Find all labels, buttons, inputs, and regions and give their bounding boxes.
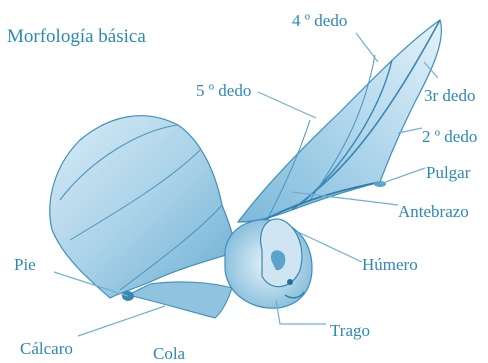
tail-membrane <box>122 282 232 318</box>
label-dedo5: 5 º dedo <box>196 82 251 99</box>
label-antebrazo: Antebrazo <box>398 203 469 220</box>
label-pulgar: Pulgar <box>426 164 470 181</box>
label-dedo2: 2 º dedo <box>422 128 477 145</box>
diagram-title: Morfología básica <box>7 27 146 46</box>
label-pie: Pie <box>14 256 36 273</box>
label-calcaro: Cálcaro <box>20 340 73 357</box>
right-wing <box>238 20 441 225</box>
leader-dedo4 <box>356 33 378 62</box>
leader-calcaro <box>78 306 165 336</box>
label-tragus: Trago <box>330 322 370 339</box>
leader-pulgar <box>380 168 425 184</box>
label-dedo4: 4 º dedo <box>292 12 347 29</box>
label-cola: Cola <box>153 345 185 362</box>
left-wing <box>50 116 236 298</box>
leader-dedo5 <box>258 92 316 118</box>
label-humero: Húmero <box>362 256 418 273</box>
label-dedo3: 3r dedo <box>424 87 475 104</box>
